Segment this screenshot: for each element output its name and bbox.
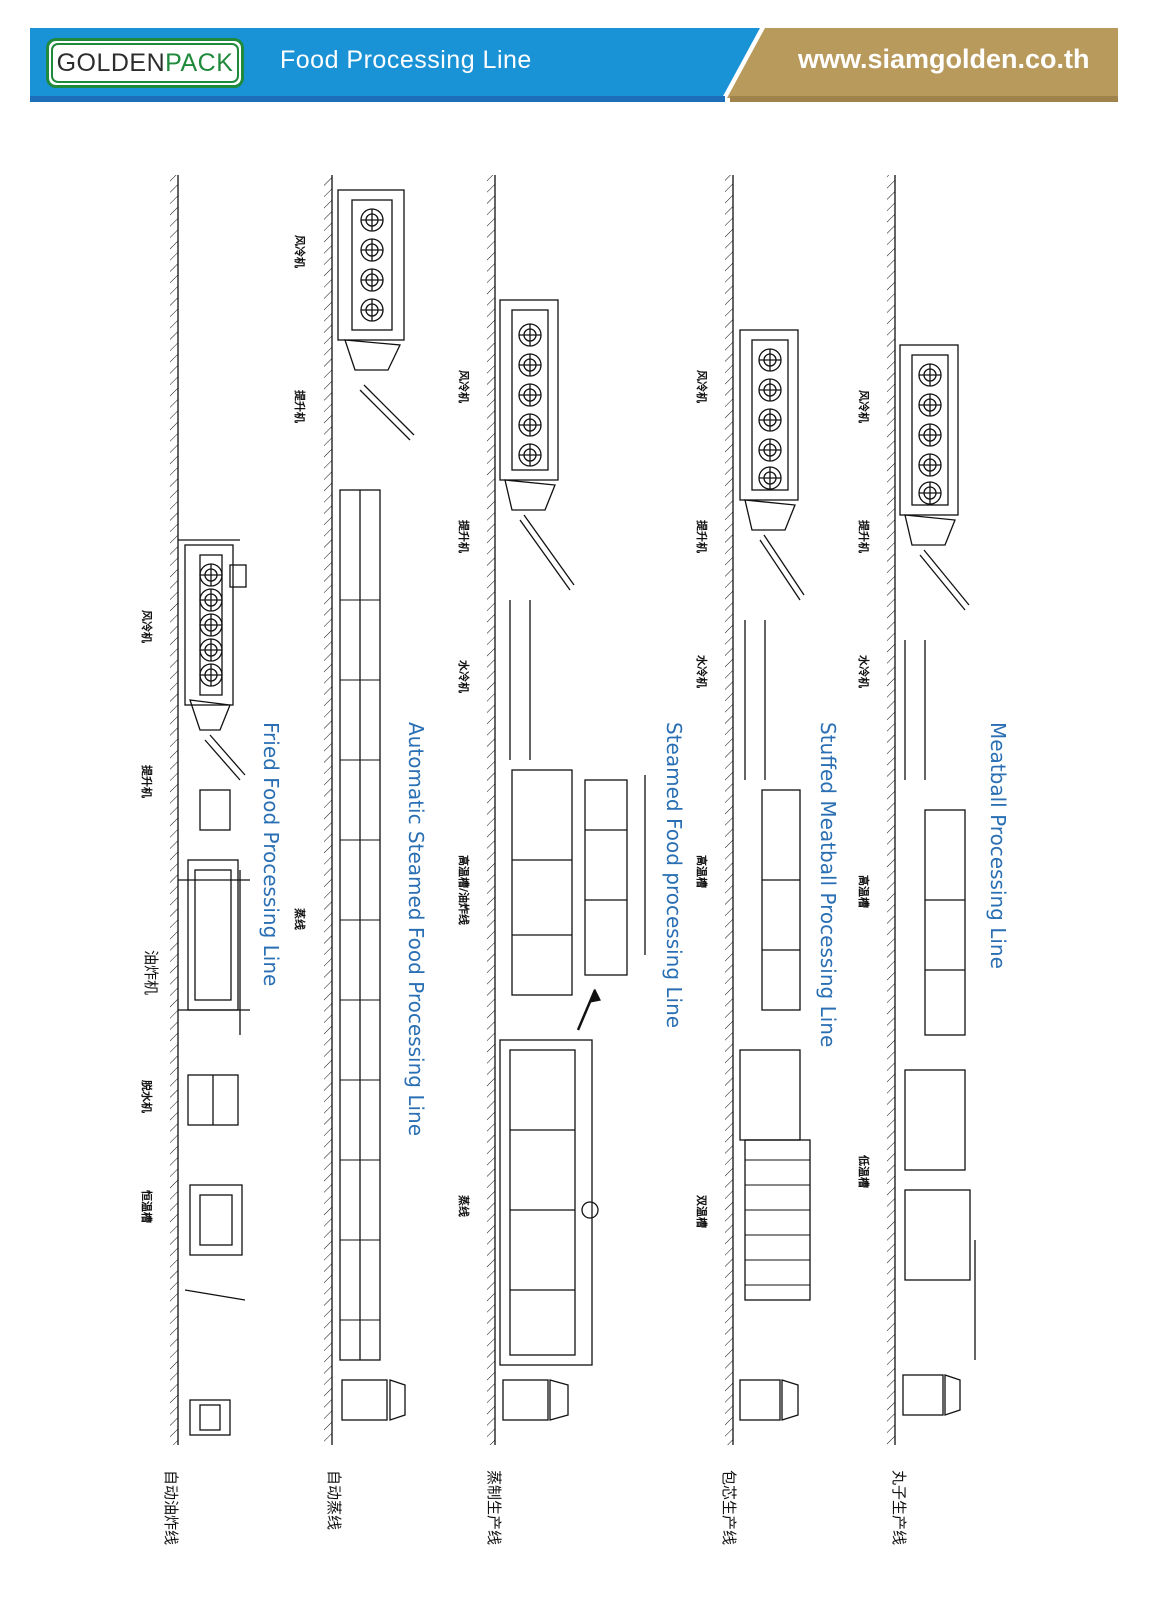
- machine-label: 提升机: [857, 520, 870, 553]
- cn-name-fried: 自动油炸线: [162, 1470, 180, 1546]
- machine-label: 蒸线: [293, 908, 306, 930]
- machine-label: 风冷机: [695, 370, 708, 403]
- machine-label: 风冷机: [140, 610, 153, 643]
- machine-label: 低温槽: [857, 1155, 870, 1188]
- line-label-stuffed-meatball: Stuffed Meatball Processing Line: [816, 722, 840, 1048]
- automatic-steamed-line-drawing: [324, 175, 415, 1445]
- machine-label: 提升机: [457, 520, 470, 553]
- steamed-food-line-drawing: [487, 175, 646, 1445]
- machine-label: 风冷机: [293, 235, 306, 268]
- machine-label: 高温槽: [857, 875, 870, 908]
- machine-label: 脱水机: [140, 1080, 153, 1113]
- machine-label: 油炸机: [142, 950, 160, 996]
- meatball-line-drawing: [887, 175, 976, 1445]
- header-url[interactable]: www.siamgolden.co.th: [798, 44, 1090, 74]
- machine-label: 高温槽/油炸线: [457, 855, 470, 926]
- cn-name-stuffed: 包芯生产线: [720, 1470, 738, 1546]
- machine-label: 风冷机: [857, 390, 870, 423]
- line-label-meatball: Meatball Processing Line: [986, 722, 1010, 969]
- machine-label: 水冷机: [457, 660, 470, 693]
- machine-label: 蒸线: [457, 1195, 470, 1217]
- cn-name-meatball: 丸子生产线: [890, 1470, 908, 1546]
- header-title: Food Processing Line: [280, 46, 532, 74]
- logo-text-golden: GOLDEN: [56, 48, 166, 77]
- fried-food-line-drawing: [170, 175, 250, 1445]
- machine-label: 恒温槽: [140, 1190, 153, 1223]
- machine-label: 提升机: [695, 520, 708, 553]
- machine-label: 水冷机: [857, 655, 870, 688]
- machine-label: 风冷机: [457, 370, 470, 403]
- line-label-steamed-food: Steamed Food processing Line: [662, 722, 686, 1029]
- cn-name-auto-steamed: 自动蒸线: [325, 1470, 343, 1531]
- machine-label: 提升机: [140, 765, 153, 798]
- line-label-fried-food: Fried Food Processing Line: [259, 722, 283, 987]
- machine-label: 双温槽: [695, 1195, 708, 1228]
- cn-name-steamed: 蒸制生产线: [485, 1470, 503, 1546]
- machine-label: 提升机: [293, 390, 306, 423]
- machine-label: 高温槽: [695, 855, 708, 888]
- machine-label: 水冷机: [695, 655, 708, 688]
- stuffed-meatball-line-drawing: [725, 175, 811, 1445]
- line-label-automatic-steamed: Automatic Steamed Food Processing Line: [404, 722, 428, 1137]
- logo-text-pack: PACK: [165, 48, 234, 77]
